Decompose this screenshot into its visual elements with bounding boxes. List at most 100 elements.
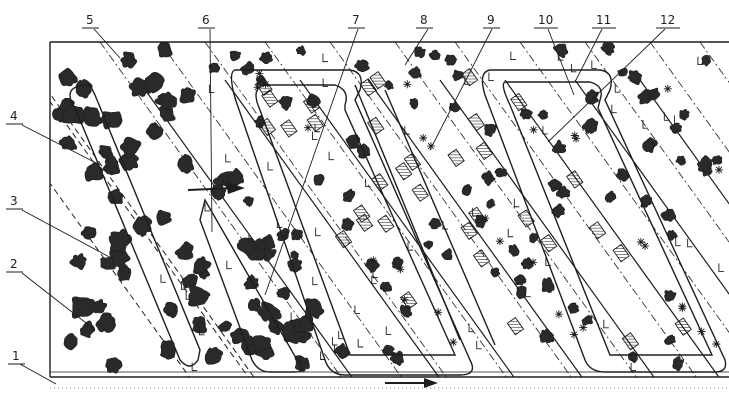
aggregate-blob [697, 155, 713, 172]
loop-left-wedge [69, 84, 201, 367]
aggregate-blob [552, 43, 569, 59]
spark-symbol [663, 84, 672, 93]
aggregate-blob [547, 178, 563, 192]
hatched-block [506, 316, 525, 336]
aggregate-blob [672, 356, 684, 372]
aggregate-blob [342, 188, 356, 203]
aggregate-blob [229, 50, 242, 62]
fill-marker-L [160, 274, 166, 283]
fill-marker-L [204, 202, 211, 212]
band-wall-line [574, 79, 729, 295]
fill-marker-L [334, 344, 340, 353]
spark-symbol [369, 256, 378, 265]
spark-symbol [495, 237, 504, 246]
fill-marker-L [312, 276, 318, 286]
aggregate-blob [104, 154, 119, 169]
hatched-block [588, 221, 607, 240]
aggregate-blob [513, 274, 527, 286]
aggregate-blob [295, 45, 306, 56]
aggregate-blob [675, 155, 687, 166]
spark-symbol [449, 338, 458, 347]
aggregate-layer [52, 42, 723, 374]
aggregate-blob [107, 188, 124, 205]
aggregate-blob [305, 298, 325, 319]
loop-block-b [199, 198, 303, 373]
callout-label-5: 5 [86, 13, 94, 27]
fill-marker-L [315, 227, 321, 237]
hatched-block [367, 116, 385, 136]
hatched-block [359, 78, 377, 97]
fill-marker-L [510, 51, 516, 60]
aggregate-blob [701, 54, 711, 67]
aggregate-blob [119, 136, 142, 159]
callout-leader-line [264, 28, 359, 296]
aggregate-blob [204, 346, 224, 365]
aggregate-blob [663, 334, 676, 345]
aggregate-blob [490, 267, 501, 278]
band-guide-line [159, 42, 402, 377]
callout-leader-line [93, 28, 121, 59]
fill-marker-L [404, 126, 410, 135]
aggregate-blob [243, 274, 259, 290]
spark-symbol [712, 340, 721, 348]
hatched-block [369, 71, 387, 90]
aggregate-blob [541, 277, 555, 293]
aggregate-blob [276, 227, 290, 242]
hatched-block [403, 152, 422, 171]
band-layer [50, 42, 729, 377]
fill-marker-L [468, 323, 475, 333]
aggregate-blob [423, 240, 434, 250]
hatched-block [468, 206, 486, 226]
hatched-block [566, 170, 584, 189]
aggregate-blob [75, 79, 93, 99]
fill-marker-L [513, 198, 520, 208]
aggregate-blob [313, 173, 325, 186]
aggregate-blob [627, 351, 638, 363]
aggregate-blob [120, 51, 138, 69]
callout-label-6: 6 [202, 13, 210, 27]
fill-marker-L [226, 260, 232, 270]
aggregate-blob [409, 97, 419, 110]
aggregate-blob [519, 108, 533, 120]
aggregate-blob [382, 344, 395, 357]
fill-marker-L [338, 330, 344, 340]
callout-leader-line [575, 28, 603, 81]
aggregate-blob [80, 320, 96, 339]
aggregate-blob [105, 357, 123, 374]
callout-label-11: 11 [596, 13, 611, 27]
spark-symbol [255, 69, 264, 78]
fill-marker-L [328, 151, 335, 161]
fill-marker-L [542, 125, 548, 135]
aggregate-blob [156, 209, 172, 226]
callout-label-3: 3 [10, 194, 18, 208]
callout-8: 8 [404, 13, 433, 66]
fill-marker-L [488, 72, 494, 81]
spark-symbol [641, 241, 649, 250]
spark-symbol [426, 142, 435, 151]
fill-marker-L [630, 362, 637, 372]
fill-marker-L [525, 288, 531, 298]
callout-4: 4 [6, 109, 101, 166]
aggregate-blob [428, 49, 441, 61]
fill-marker-L [642, 120, 648, 129]
band-guide-line [699, 42, 729, 83]
callout-5: 5 [82, 13, 121, 59]
aggregate-blob [341, 217, 355, 231]
aggregate-blob [408, 66, 422, 79]
aggregate-blob [145, 122, 164, 141]
aggregate-blob [163, 301, 177, 316]
hatched-block [447, 148, 465, 168]
loop-block-d-walls [354, 84, 496, 346]
spark-symbol [715, 165, 723, 174]
fill-marker-L [365, 178, 371, 188]
spark-symbol [570, 330, 578, 339]
band-guide-line [519, 42, 729, 333]
hatched-block [510, 92, 528, 112]
band-guide-line [329, 42, 572, 377]
loop-block-c [481, 69, 727, 373]
callout-label-9: 9 [487, 13, 495, 27]
aggregate-blob [627, 70, 643, 86]
aggregate-blob [552, 139, 567, 154]
hatched-block [377, 214, 395, 233]
callout-3: 3 [6, 194, 116, 261]
